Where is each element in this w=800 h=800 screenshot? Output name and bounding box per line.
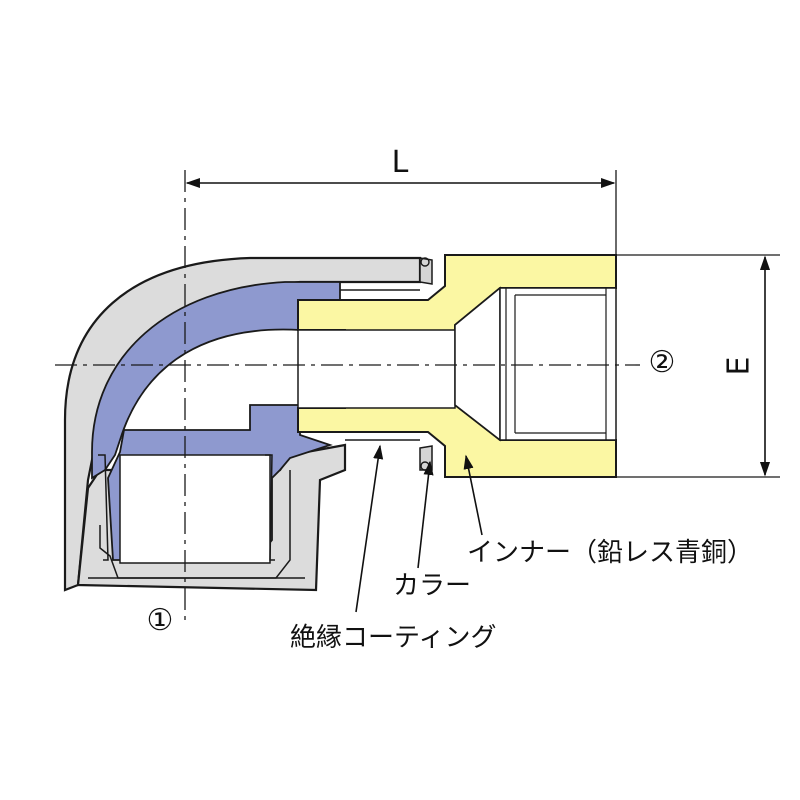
port-marker-1: ① <box>147 603 174 638</box>
callout-inner: インナー（鉛レス青銅） <box>467 538 753 568</box>
port-marker-2: ② <box>649 345 676 380</box>
callout-collar: カラー <box>393 571 471 601</box>
callout-coating: 絶縁コーティング <box>290 623 496 653</box>
socket-bore <box>119 454 271 564</box>
dimension-label-e: E <box>722 357 757 376</box>
dimension-label-l: L <box>392 145 409 180</box>
